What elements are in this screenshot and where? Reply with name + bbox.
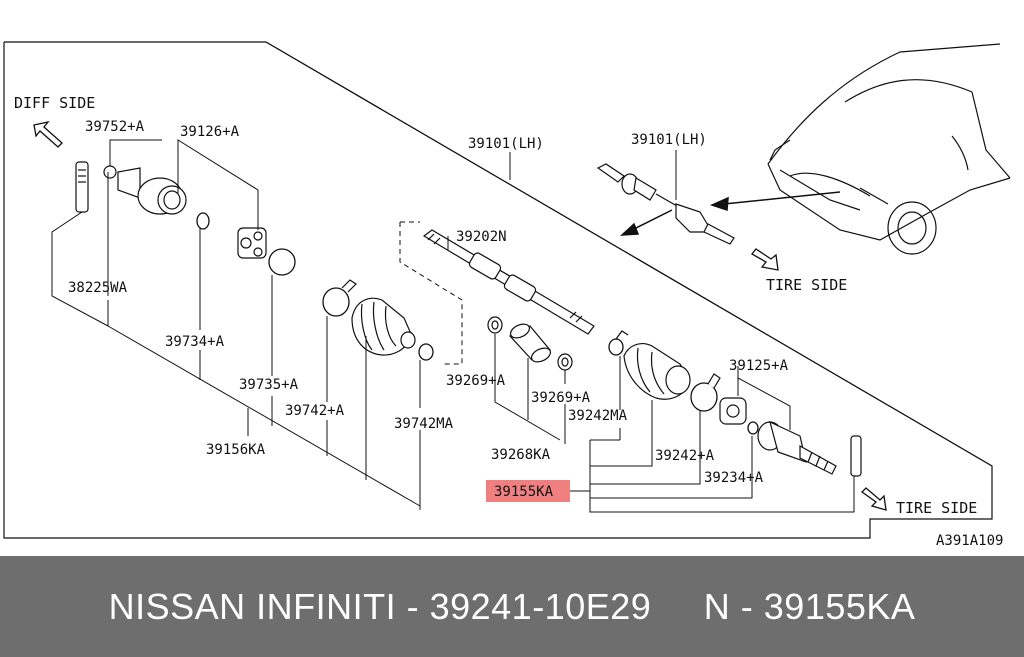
- inner-shaft-part: [75, 161, 89, 213]
- diff-side-label: DIFF SIDE: [14, 94, 95, 112]
- outer-shaft-pin-part: [850, 435, 862, 477]
- main-shaft-part: [422, 229, 595, 335]
- inset-driveshaft-drawing: [596, 163, 735, 245]
- spider-assembly-part: [237, 227, 267, 259]
- label-39734A: 39734+A: [165, 334, 225, 350]
- label-38225WA: 38225WA: [68, 280, 128, 296]
- label-39742MA: 39742MA: [394, 416, 454, 432]
- outer-housing-part: [757, 420, 837, 475]
- label-39742A: 39742+A: [285, 403, 345, 419]
- label-39752A: 39752+A: [85, 119, 145, 135]
- label-39155KA: 39155KA: [494, 484, 554, 500]
- footer-part-numbers: NISSAN INFINITI - 39241-10E29 N - 39155K…: [108, 585, 916, 627]
- label-39735A: 39735+A: [239, 377, 299, 393]
- leader-lines: [51, 41, 993, 513]
- label-39242A: 39242+A: [655, 448, 715, 464]
- inset-pointer-arrows: [619, 191, 841, 236]
- label-39269A-1: 39269+A: [446, 373, 506, 389]
- vehicle-inset-drawing: [767, 43, 1011, 255]
- label-39202N: 39202N: [456, 229, 507, 245]
- tire-side-label-top: TIRE SIDE: [766, 276, 847, 294]
- outer-ring-part: [747, 421, 759, 435]
- circlip-part: [268, 248, 296, 276]
- footer-bar: NISSAN INFINITI - 39241-10E29 N - 39155K…: [0, 556, 1024, 657]
- label-39125A: 39125+A: [729, 358, 789, 374]
- shaft-bracket: [399, 222, 463, 365]
- tire-side-arrow-top-icon: [751, 248, 779, 271]
- outer-boot-part: [623, 343, 691, 400]
- tire-side-arrow-bottom-icon: [860, 487, 887, 511]
- tire-side-label-bottom: TIRE SIDE: [896, 499, 977, 517]
- label-39269A-2: 39269+A: [531, 390, 591, 406]
- snap-ring-part: [196, 212, 210, 230]
- diff-side-arrow-icon: [33, 120, 63, 148]
- figure-code: A391A109: [936, 533, 1003, 549]
- small-boot-band-part: [418, 343, 434, 361]
- label-39234A: 39234+A: [704, 470, 764, 486]
- outer-joint-part: [719, 397, 747, 425]
- label-39156KA: 39156KA: [206, 442, 266, 458]
- highlight-39155KA: [486, 480, 570, 502]
- parts-diagram: DIFF SIDE: [3, 41, 1011, 549]
- inner-boot-part: [351, 297, 416, 356]
- label-39126A: 39126+A: [180, 124, 240, 140]
- inner-housing-part: [103, 165, 187, 215]
- label-39268KA: 39268KA: [491, 447, 551, 463]
- label-39101LH-main: 39101(LH): [468, 136, 544, 152]
- label-39242MA: 39242MA: [568, 408, 628, 424]
- label-39101LH-inset: 39101(LH): [631, 132, 707, 148]
- boot-band-part: [322, 287, 350, 317]
- outer-boot-band-part: [690, 382, 718, 412]
- damper-parts: [487, 316, 573, 371]
- outer-small-band-part: [608, 338, 624, 356]
